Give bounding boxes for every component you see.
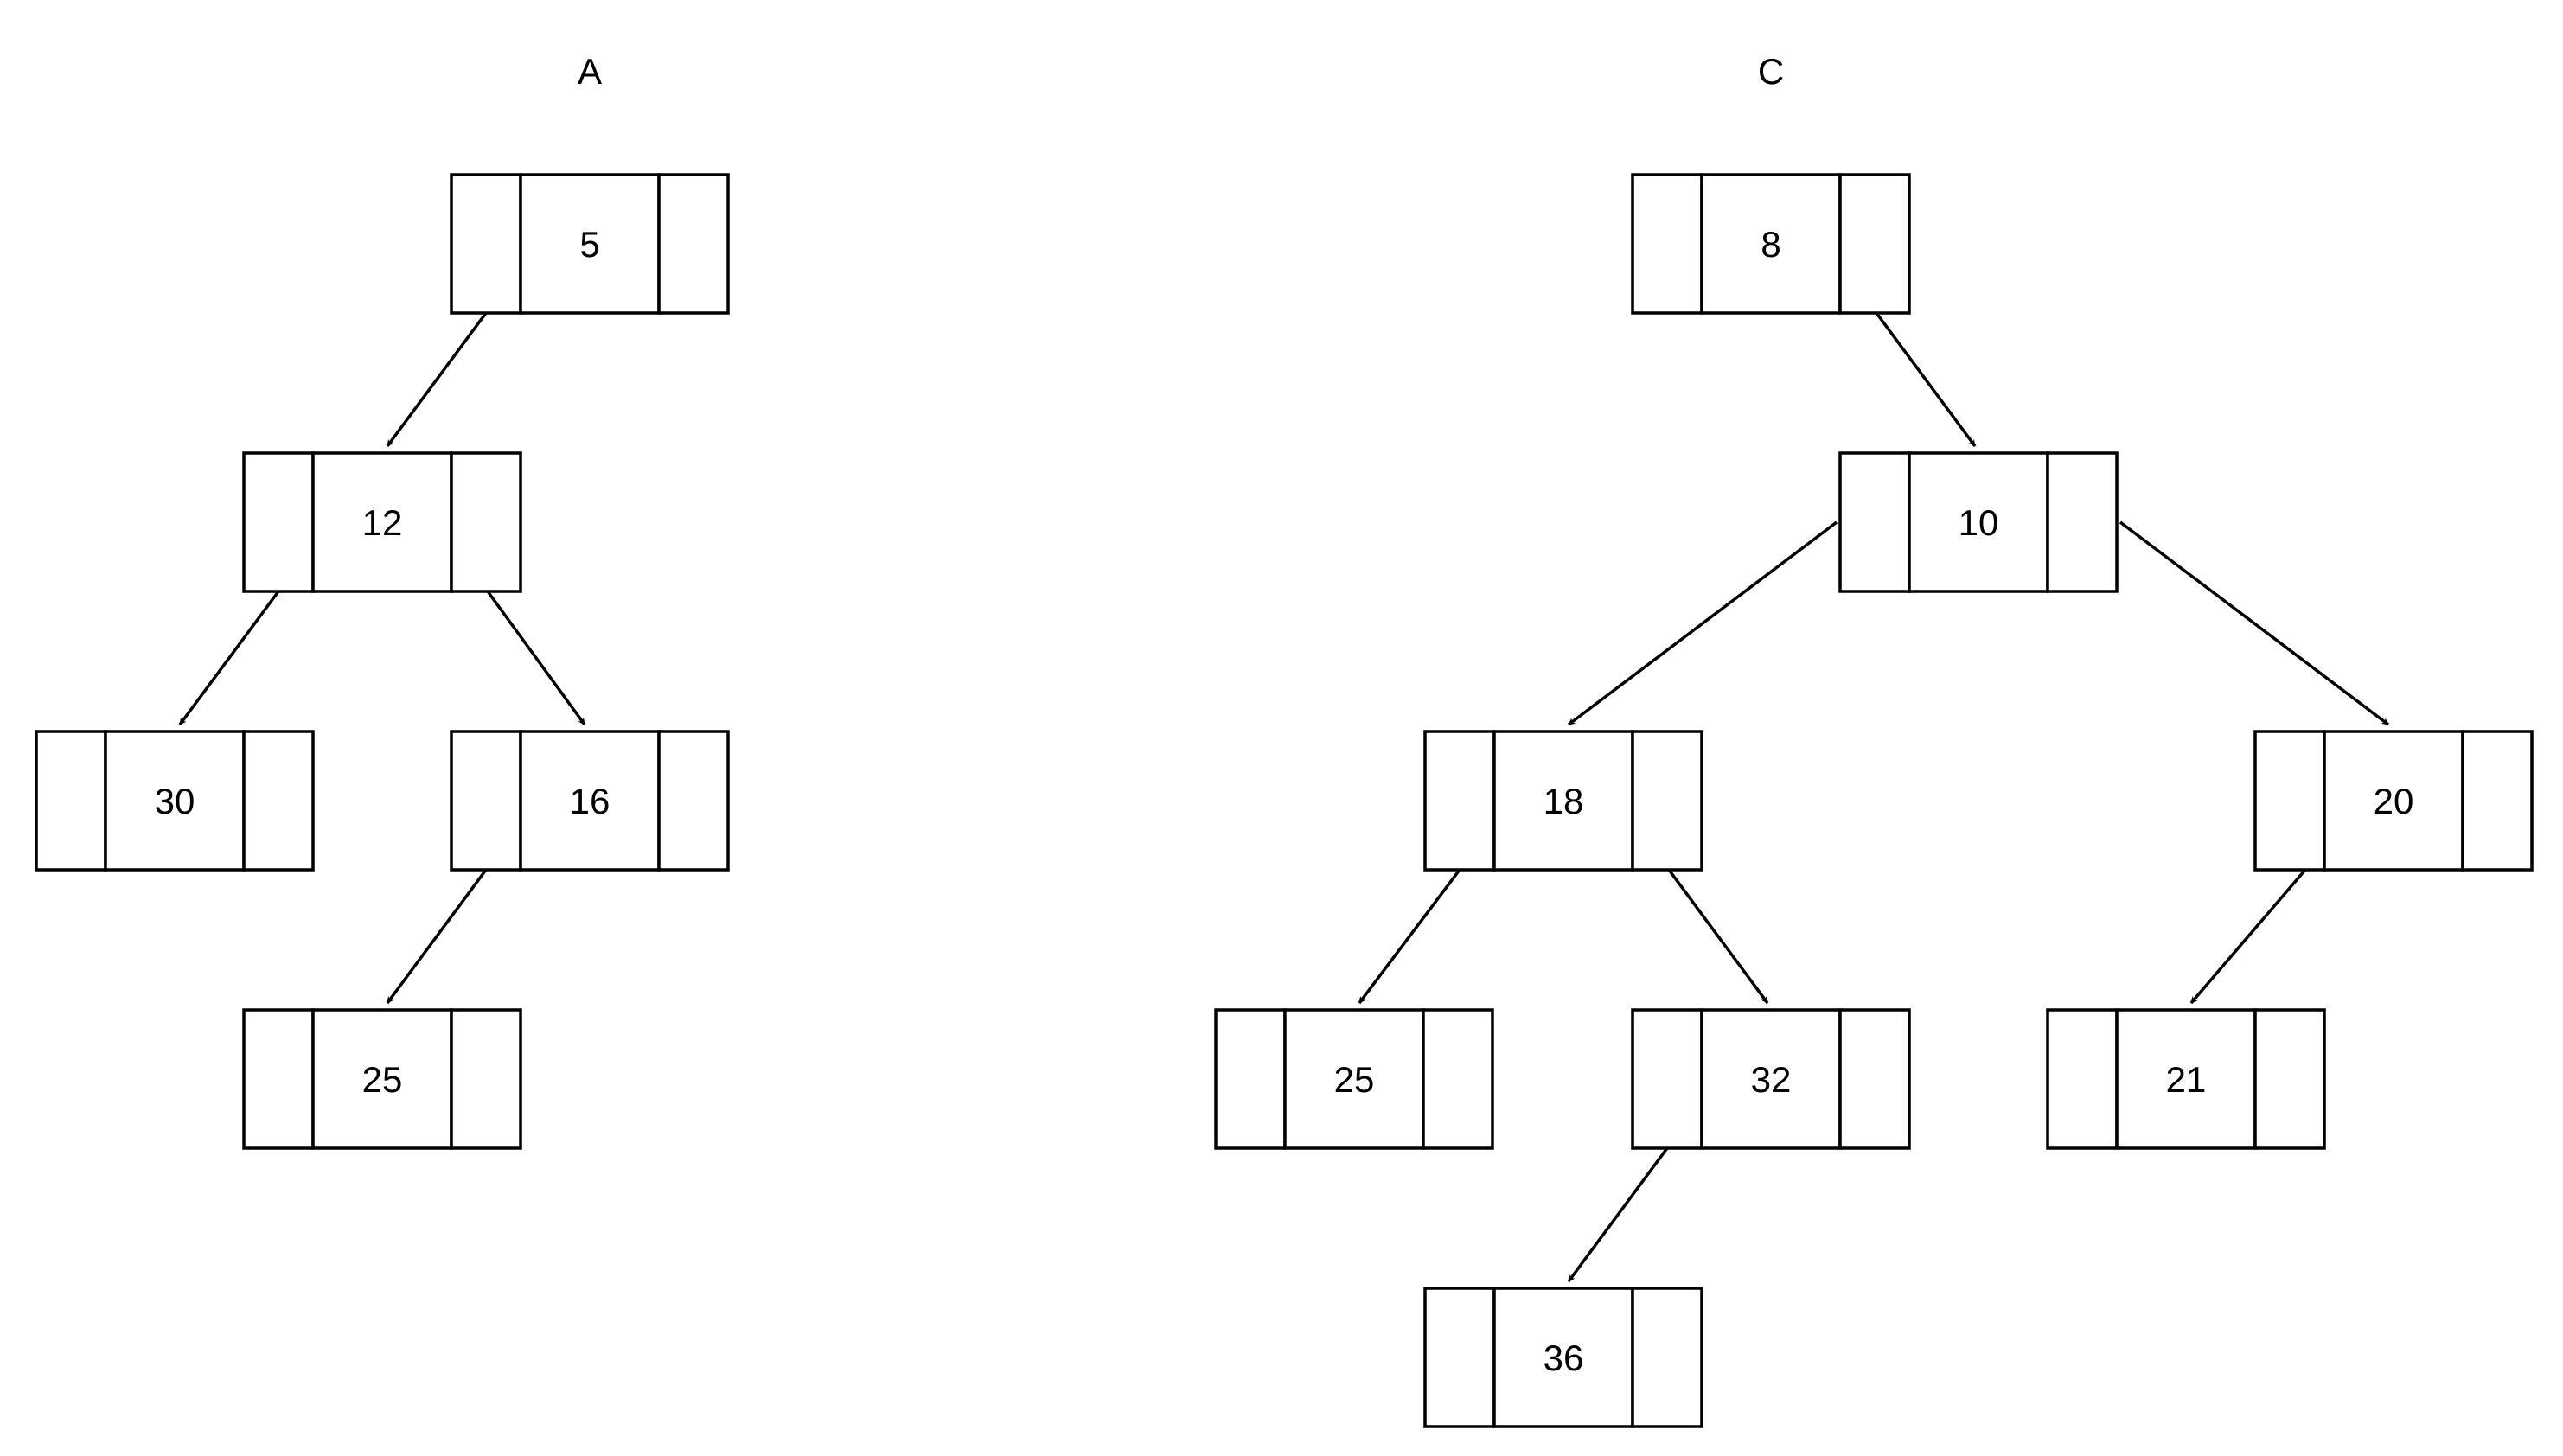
edge-arrow <box>178 590 280 726</box>
tree-node: 25 <box>242 1008 522 1150</box>
tree-title-a: A <box>578 51 602 92</box>
node-value: 25 <box>362 1059 403 1100</box>
edge-arrow <box>386 868 488 1005</box>
edges-layer <box>178 311 2390 1283</box>
value-cell <box>2115 1008 2257 1150</box>
right-pointer-cell <box>2461 730 2534 872</box>
node-value: 5 <box>579 224 599 265</box>
right-pointer-cell <box>1631 730 1703 872</box>
tree-node: 5 <box>450 173 730 315</box>
left-pointer-cell <box>35 730 107 872</box>
right-pointer-cell <box>2046 451 2119 593</box>
right-pointer-cell <box>1838 1008 1911 1150</box>
value-cell <box>311 451 453 593</box>
value-cell <box>311 1008 453 1150</box>
node-value: 32 <box>1751 1059 1792 1100</box>
edge-arrow <box>1667 868 1769 1005</box>
left-pointer-cell <box>242 451 315 593</box>
tree-node: 30 <box>35 730 315 872</box>
left-pointer-cell <box>1214 1008 1287 1150</box>
tree-title-c: C <box>1758 51 1784 92</box>
left-pointer-cell <box>242 1008 315 1150</box>
tree-node: 20 <box>2253 730 2534 872</box>
tree-node: 21 <box>2046 1008 2326 1150</box>
tree-node: 25 <box>1214 1008 1494 1150</box>
left-pointer-cell <box>2253 730 2326 872</box>
node-value: 25 <box>1334 1059 1375 1100</box>
node-value: 21 <box>2166 1059 2207 1100</box>
tree-node: 12 <box>242 451 522 593</box>
value-cell <box>1492 1287 1634 1428</box>
left-pointer-cell <box>1838 451 1911 593</box>
value-cell <box>519 730 661 872</box>
tree-node: 18 <box>1423 730 1703 872</box>
edge-arrow <box>1567 1146 1669 1283</box>
right-pointer-cell <box>2253 1008 2326 1150</box>
right-pointer-cell <box>450 1008 522 1150</box>
value-cell <box>1700 173 1842 315</box>
tree-node: 8 <box>1631 173 1911 315</box>
right-pointer-cell <box>1838 173 1911 315</box>
node-value: 12 <box>362 502 403 543</box>
edge-arrow <box>1358 868 1461 1005</box>
value-cell <box>519 173 661 315</box>
right-pointer-cell <box>1631 1287 1703 1428</box>
edge-arrow <box>386 311 488 448</box>
node-value: 8 <box>1761 224 1780 265</box>
value-cell <box>1700 1008 1842 1150</box>
edge-arrow <box>2119 520 2390 726</box>
node-value: 30 <box>155 781 195 821</box>
right-pointer-cell <box>657 173 730 315</box>
edge-arrow <box>1567 520 1838 726</box>
edge-arrow <box>1875 311 1977 448</box>
tree-node: 32 <box>1631 1008 1911 1150</box>
left-pointer-cell <box>1631 1008 1703 1150</box>
left-pointer-cell <box>2046 1008 2119 1150</box>
nodes-layer: 5 12 30 16 25 8 10 18 20 25 32 21 36 <box>35 173 2534 1428</box>
tree-node: 10 <box>1838 451 2119 593</box>
node-value: 16 <box>570 781 610 821</box>
node-value: 18 <box>1544 781 1584 821</box>
right-pointer-cell <box>657 730 730 872</box>
node-value: 36 <box>1544 1338 1584 1378</box>
left-pointer-cell <box>450 730 522 872</box>
tree-node: 36 <box>1423 1287 1703 1428</box>
node-value: 10 <box>1959 502 1999 543</box>
value-cell <box>2323 730 2464 872</box>
right-pointer-cell <box>242 730 315 872</box>
left-pointer-cell <box>1631 173 1703 315</box>
edge-arrow <box>486 590 586 726</box>
tree-node: 16 <box>450 730 730 872</box>
value-cell <box>1283 1008 1425 1150</box>
left-pointer-cell <box>1423 1287 1496 1428</box>
edge-arrow <box>2189 868 2307 1005</box>
node-value: 20 <box>2374 781 2414 821</box>
left-pointer-cell <box>450 173 522 315</box>
value-cell <box>1908 451 2049 593</box>
right-pointer-cell <box>450 451 522 593</box>
right-pointer-cell <box>1422 1008 1494 1150</box>
left-pointer-cell <box>1423 730 1496 872</box>
